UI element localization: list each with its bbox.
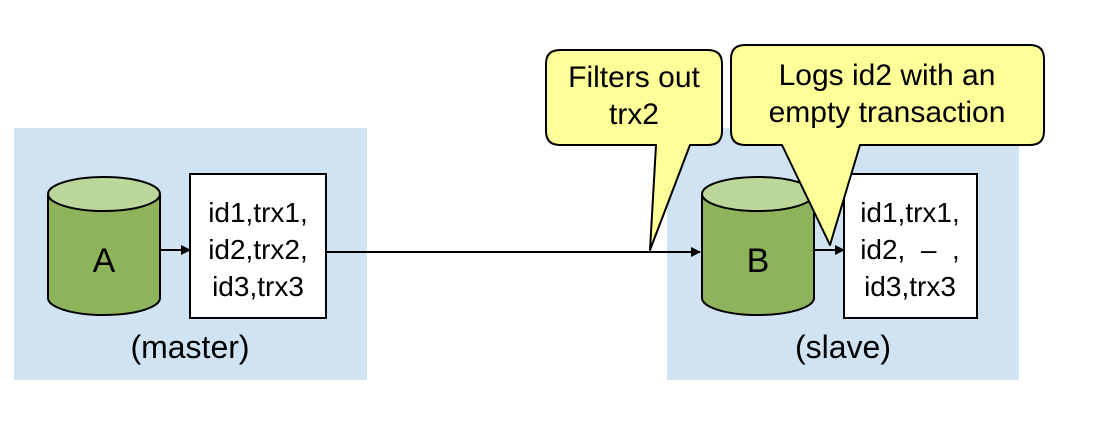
master-caption: (master) (130, 329, 249, 365)
slave-binlog: id1,trx1, id2, – , id3,trx3 (843, 173, 978, 319)
master-binlog-box (189, 173, 327, 319)
master-binlog-line-2: id2,trx2, (208, 234, 308, 265)
slave-binlog-line-1: id1,trx1, (860, 197, 960, 228)
logs-callout: Logs id2 with an empty transaction (730, 44, 1045, 246)
filter-callout-bubble (545, 49, 723, 251)
master-panel: A id1,trx1, id2,trx2, id3,trx3 (master) (14, 128, 367, 380)
slave-panel: B id1,trx1, id2, – , id3,trx3 (slave) (667, 128, 1019, 380)
logs-callout-line-2: empty transaction (769, 96, 1006, 129)
database-b-label: B (747, 242, 770, 280)
master-binlog-line-1: id1,trx1, (208, 197, 308, 228)
master-binlog-line-3: id3,trx3 (212, 271, 304, 302)
master-binlog: id1,trx1, id2,trx2, id3,trx3 (189, 173, 327, 319)
database-a-cylinder: A (47, 176, 161, 316)
slave-binlog-box (843, 173, 978, 319)
logs-callout-bubble (730, 44, 1045, 246)
database-a-label: A (93, 242, 116, 280)
filter-callout: Filters out trx2 (545, 49, 723, 251)
logs-callout-line-1: Logs id2 with an (779, 59, 996, 92)
filter-callout-line-1: Filters out (568, 61, 700, 94)
database-b-cylinder: B (701, 176, 815, 316)
slave-caption: (slave) (795, 329, 891, 365)
slave-binlog-line-2: id2, – , (860, 234, 960, 265)
filter-callout-line-2: trx2 (609, 98, 659, 131)
slave-binlog-line-3: id3,trx3 (864, 271, 956, 302)
